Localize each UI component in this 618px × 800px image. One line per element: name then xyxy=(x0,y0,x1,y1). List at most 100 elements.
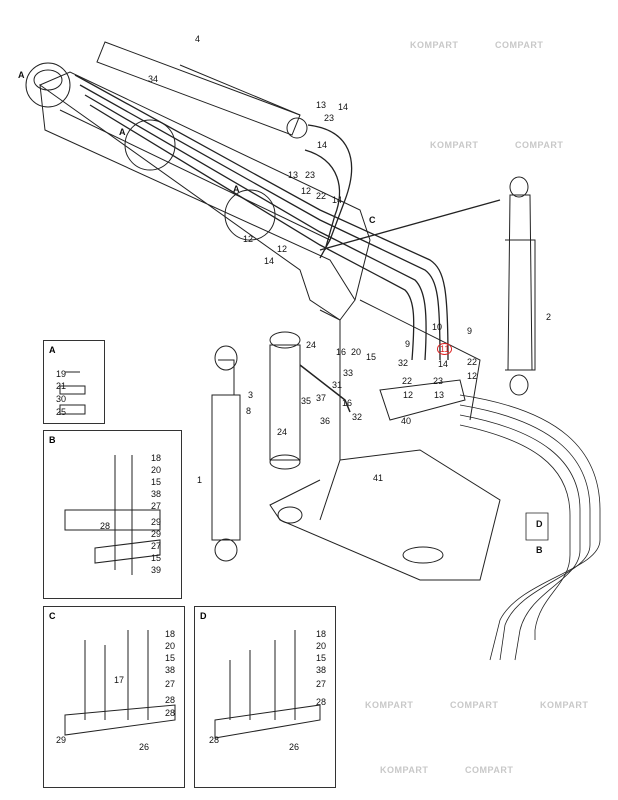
callout: 27 xyxy=(151,541,162,551)
watermark-text: KOMPART xyxy=(540,700,589,710)
callout: 28 xyxy=(165,695,176,705)
callout-9: 9 xyxy=(467,326,473,336)
callout-2: 2 xyxy=(546,312,552,322)
callout: 38 xyxy=(316,665,327,675)
callout: 39 xyxy=(151,565,162,575)
callout: 30 xyxy=(56,394,67,404)
callout-13: 13 xyxy=(316,100,327,110)
callout-22: 22 xyxy=(467,357,478,367)
callout-C: C xyxy=(369,215,376,225)
detail-circle-a3 xyxy=(224,189,276,241)
callout-24: 24 xyxy=(306,340,317,350)
callout-32: 32 xyxy=(398,358,409,368)
callout: 28 xyxy=(165,708,176,718)
callout-31: 31 xyxy=(332,380,343,390)
callout: 27 xyxy=(316,679,327,689)
callout-D: D xyxy=(536,519,543,529)
callout-14: 14 xyxy=(338,102,349,112)
callout-B: B xyxy=(536,545,543,555)
callout-40: 40 xyxy=(401,416,412,426)
boom-cylinder-3 xyxy=(269,331,301,470)
callout-41: 41 xyxy=(373,473,384,483)
watermark-text: KOMPART xyxy=(380,765,429,775)
callout-14: 14 xyxy=(317,140,328,150)
panel-c-parts xyxy=(64,630,176,736)
callout: 25 xyxy=(56,407,67,417)
callout-1: 1 xyxy=(197,475,203,485)
boom-cylinder-1 xyxy=(211,345,241,562)
callout-37: 37 xyxy=(316,393,327,403)
watermark-text: KOMPART xyxy=(410,40,459,50)
callout-A: A xyxy=(18,70,25,80)
callout: 20 xyxy=(165,641,176,651)
panel-a-parts xyxy=(59,371,86,415)
callout-9: 9 xyxy=(405,339,411,349)
callout-14: 14 xyxy=(264,256,275,266)
callout-23: 23 xyxy=(324,113,335,123)
callout: 15 xyxy=(151,553,162,563)
callout-3: 3 xyxy=(248,390,254,400)
callout-14: 14 xyxy=(438,359,449,369)
detail-circle-a1 xyxy=(25,62,71,108)
callout: 28 xyxy=(209,735,220,745)
callout-12: 12 xyxy=(403,390,414,400)
callout-A: A xyxy=(119,127,126,137)
detail-panel-d: D 18 20 15 38 27 28 28 26 xyxy=(194,606,336,788)
panel-b-parts xyxy=(64,455,161,575)
callout-16: 16 xyxy=(342,398,353,408)
callout: 18 xyxy=(316,629,327,639)
callout: 19 xyxy=(56,369,67,379)
watermark-text: COMPART xyxy=(515,140,564,150)
callout: 15 xyxy=(316,653,327,663)
callout: 28 xyxy=(316,697,327,707)
watermark-text: COMPART xyxy=(465,765,514,775)
callout-15: 15 xyxy=(366,352,377,362)
callout-11: 11 xyxy=(437,343,453,355)
callout: 38 xyxy=(151,489,162,499)
callout-33: 33 xyxy=(343,368,354,378)
watermark-text: KOMPART xyxy=(430,140,479,150)
callout-13: 13 xyxy=(434,390,445,400)
callout-16: 16 xyxy=(336,347,347,357)
callout-12: 12 xyxy=(301,186,312,196)
hoses xyxy=(74,74,501,361)
callout-A: A xyxy=(233,184,240,194)
callout-20: 20 xyxy=(351,347,362,357)
callout: 18 xyxy=(151,453,162,463)
callout: 20 xyxy=(151,465,162,475)
watermark-text: KOMPART xyxy=(365,700,414,710)
callout: 38 xyxy=(165,665,176,675)
panel-title: D xyxy=(200,611,207,621)
callout-8: 8 xyxy=(246,406,252,416)
callout-12: 12 xyxy=(243,234,254,244)
watermark-text: COMPART xyxy=(495,40,544,50)
boom-cylinder-4 xyxy=(96,41,308,139)
callout-12: 12 xyxy=(277,244,288,254)
pipe-32 xyxy=(299,364,351,413)
callout: 28 xyxy=(100,521,111,531)
callout-36: 36 xyxy=(320,416,331,426)
panel-title: B xyxy=(49,435,56,445)
callout: 15 xyxy=(151,477,162,487)
callout-23: 23 xyxy=(305,170,316,180)
callout-12: 12 xyxy=(467,371,478,381)
callout-23: 23 xyxy=(433,376,444,386)
callout-35: 35 xyxy=(301,396,312,406)
boom-arm xyxy=(33,69,371,321)
callout-10: 10 xyxy=(432,322,443,332)
hose-bundle-right xyxy=(459,394,601,661)
panel-d-parts xyxy=(214,630,321,739)
callout-22: 22 xyxy=(402,376,413,386)
callout: 20 xyxy=(316,641,327,651)
callout: 17 xyxy=(114,675,125,685)
detail-circle-a2 xyxy=(124,119,176,171)
callout-34: 34 xyxy=(148,74,159,84)
detail-panel-c: C 18 20 15 38 17 27 28 28 29 26 xyxy=(43,606,185,788)
panel-title: C xyxy=(49,611,56,621)
callout: 27 xyxy=(151,501,162,511)
callout-13: 13 xyxy=(288,170,299,180)
callout: 29 xyxy=(56,735,67,745)
callout-24: 24 xyxy=(277,427,288,437)
